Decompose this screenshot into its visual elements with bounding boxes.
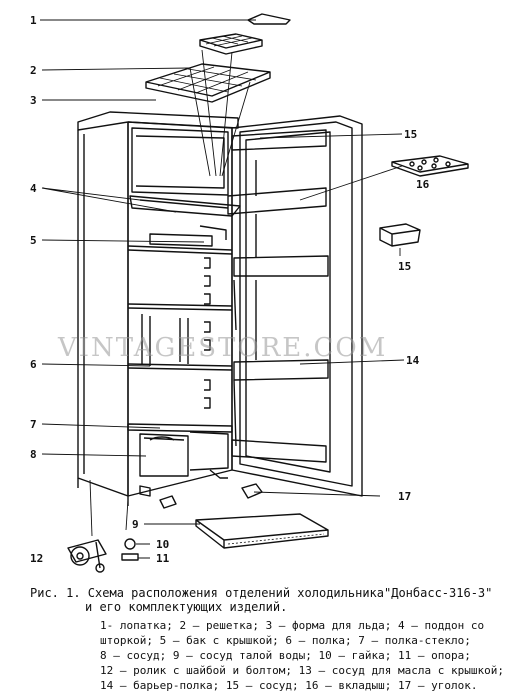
parts-legend: 1- лопатка; 2 – решетка; 3 – форма для л… [100, 618, 504, 693]
label-14: 14 [406, 354, 420, 367]
watermark: VINTAGESTORE.COM [57, 333, 387, 363]
legend-line: 8 – сосуд; 9 – сосуд талой воды; 10 – га… [100, 649, 471, 662]
label-11: 11 [156, 552, 170, 565]
label-16: 16 [416, 178, 430, 191]
label-4: 4 [30, 182, 37, 195]
label-5: 5 [30, 234, 37, 247]
insert-part [391, 155, 469, 177]
legend-line: 1- лопатка; 2 – решетка; 3 – форма для л… [100, 619, 485, 632]
legend-line: шторкой; 5 – бак с крышкой; 6 – полка; 7… [100, 634, 471, 647]
caption-title: Рис. 1. Схема расположения отделений хол… [30, 586, 493, 600]
label-10: 10 [156, 538, 169, 551]
label-7: 7 [30, 418, 37, 431]
legend-line: 14 – барьер-полка; 15 – сосуд; 16 – вкла… [100, 679, 478, 692]
label-8: 8 [30, 448, 37, 461]
figure-caption: Рис. 1. Схема расположения отделений хол… [0, 584, 508, 700]
container-part [379, 223, 421, 247]
label-9: 9 [132, 518, 139, 531]
label-17: 17 [398, 490, 411, 503]
label-12: 12 [30, 552, 43, 565]
label-15-container: 15 [398, 260, 411, 273]
legend-line: 12 – ролик с шайбой и болтом; 13 – сосуд… [100, 664, 504, 677]
label-3: 3 [30, 94, 37, 107]
meltwater-tray-part [195, 513, 329, 549]
label-15-top: 15 [404, 128, 417, 141]
label-2: 2 [30, 64, 37, 77]
refrigerator-diagram: VINTAGESTORE.COM 1 2 3 4 5 6 7 8 9 10 11… [30, 13, 469, 573]
ice-tray-part [199, 33, 263, 55]
roller-part [67, 539, 107, 573]
grille-part [145, 63, 271, 103]
scraper-part [247, 13, 291, 25]
corner-bracket-part [241, 483, 263, 499]
caption-subtitle: и его комплектующих изделий. [85, 600, 288, 614]
label-1: 1 [30, 14, 37, 27]
door [227, 115, 363, 497]
label-6: 6 [30, 358, 37, 371]
